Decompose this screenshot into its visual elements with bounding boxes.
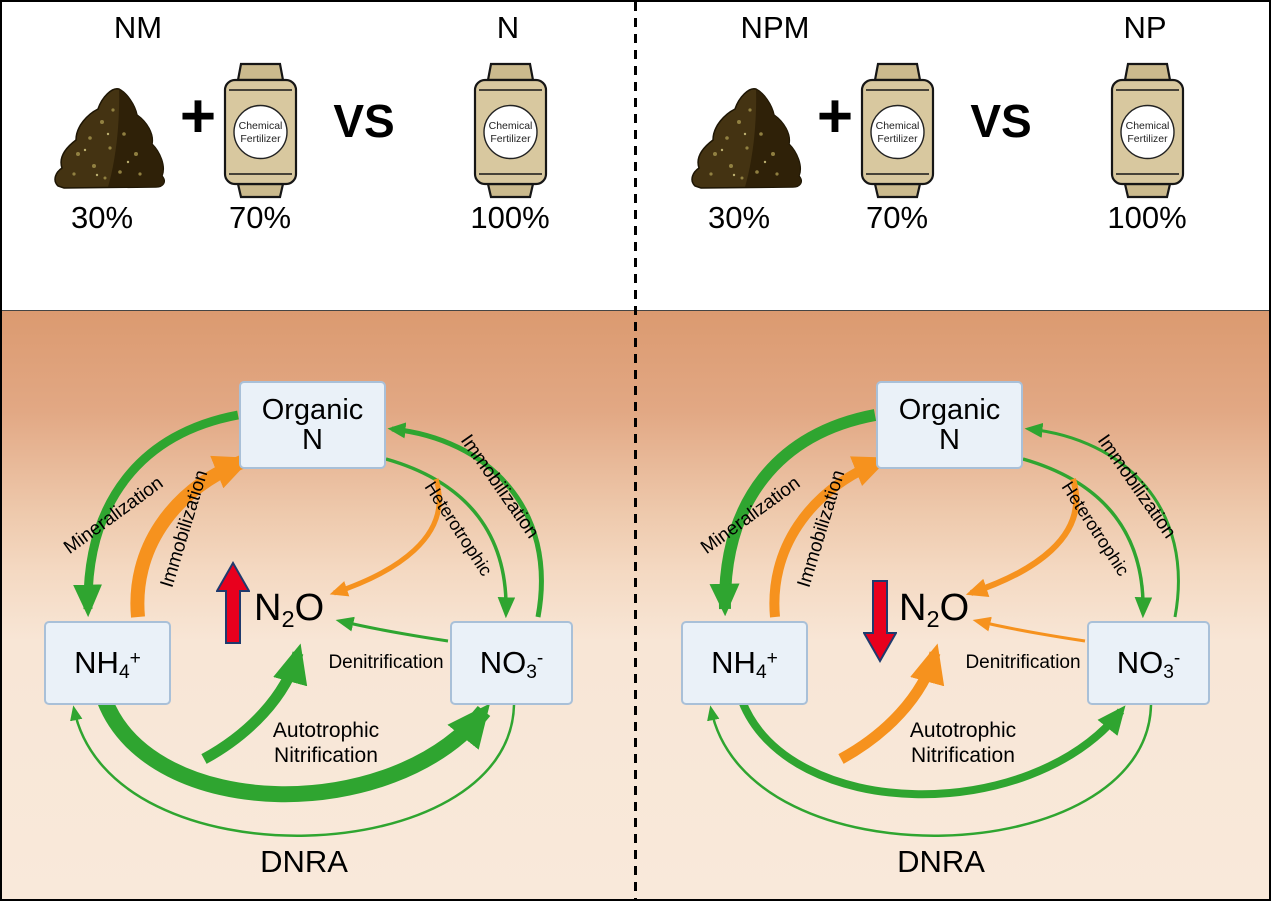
heterotrophic-arrow (385, 457, 516, 619)
autotrophic-nitrification-arrow (97, 697, 491, 803)
bag-bottom-tab (1123, 182, 1172, 199)
denitrification-label: Denitrification (965, 652, 1081, 673)
panel-divider (634, 2, 637, 899)
bag-label-line2: Fertilizer (240, 133, 281, 145)
bag-label-line1: Chemical (239, 120, 283, 132)
fertilizer-bag-icon: Chemical Fertilizer (217, 62, 304, 199)
fertilizer-bag-icon: Chemical Fertilizer (854, 62, 941, 199)
immobilization-nh4-arrow (769, 456, 890, 618)
nh4-box: NH4+ (681, 621, 808, 705)
treatment-comparison-npm-vs-np: NPM NP + (639, 2, 1269, 310)
bag-top-tab (236, 62, 285, 82)
nitrification-to-n2o-arrow (838, 643, 945, 764)
treatment-label-pure: N (496, 10, 520, 45)
bag-label-circle (870, 104, 925, 160)
bag-label-line2: Fertilizer (877, 133, 918, 145)
n2o-increase-arrow (215, 560, 251, 650)
bag-crease-lines (1116, 89, 1179, 175)
immobilization-no3-arrow (387, 422, 544, 618)
bag-top-tab (873, 62, 922, 82)
autotrophic-nitrification-label: Autotrophic Nitrification (272, 718, 380, 767)
bag-bottom-tab (236, 182, 285, 199)
autotrophic-nitrification-arrow (738, 699, 1126, 799)
nh4-box: NH4+ (44, 621, 171, 705)
pure-fertilizer-percent: 100% (1107, 200, 1187, 235)
organic-n-label: Organic (898, 393, 1001, 426)
bag-bottom-tab (873, 182, 922, 199)
denitrification-arrow (335, 616, 449, 643)
fertilizer-bag-icon: Chemical Fertilizer (467, 62, 554, 199)
dnra-label: DNRA (260, 844, 348, 879)
n2o-decrease-arrow (862, 579, 898, 668)
immobilization-no3-arrow (1024, 422, 1180, 618)
mineralization-arrow (73, 410, 239, 618)
plus-sign: + (179, 82, 217, 151)
manure-percent: 30% (707, 200, 771, 235)
dnra-arrow (70, 704, 516, 837)
no3-box: NO3- (450, 621, 573, 705)
manure-icon (50, 82, 176, 192)
heterotrophic-arrow (1022, 457, 1153, 619)
bag-label-circle (233, 104, 288, 160)
bag-label-line1: Chemical (876, 120, 920, 132)
bag-crease-lines (866, 89, 929, 175)
dnra-label: DNRA (897, 844, 985, 879)
denitrification-arrow (972, 616, 1086, 643)
manure-shadow (108, 89, 165, 187)
treatment-comparison-nm-vs-n: NM N + (2, 2, 636, 310)
mineralization-arrow (709, 409, 877, 617)
bag-top-tab (486, 62, 535, 82)
heterotrophic-to-n2o-arrow (965, 478, 1080, 597)
treatment-label-mix: NM (113, 10, 163, 45)
manure-texture (72, 108, 142, 180)
manure-icon (687, 82, 813, 192)
bag-label-line1: Chemical (1126, 120, 1170, 132)
plus-sign: + (816, 82, 854, 151)
heterotrophic-to-n2o-arrow (329, 478, 442, 597)
denitrification-label: Denitrification (328, 652, 444, 673)
bag-crease-lines (479, 89, 542, 175)
manure-highlights (83, 132, 130, 177)
immobilization-nh4-arrow (130, 454, 252, 618)
organic-n-label: Organic (261, 393, 364, 426)
nitrification-to-n2o-arrow (201, 643, 308, 764)
organic-n-box: Organic N (239, 381, 386, 469)
no3-box: NO3- (1087, 621, 1210, 705)
dnra-arrow (707, 704, 1153, 837)
fertilizer-bag-icon: Chemical Fertilizer (1104, 62, 1191, 199)
bag-top-tab (1123, 62, 1172, 82)
bag-label-line2: Fertilizer (1127, 133, 1168, 145)
vs-text: VS (970, 95, 1032, 147)
treatment-label-pure: NP (1123, 10, 1167, 45)
bag-bottom-tab (486, 182, 535, 199)
autotrophic-nitrification-label: Autotrophic Nitrification (909, 718, 1017, 767)
manure-highlights (720, 132, 767, 177)
bag-crease-lines (229, 89, 292, 175)
treatment-label-mix: NPM (740, 10, 810, 45)
fertilizer-percent: 70% (865, 200, 929, 235)
bag-label-circle (483, 104, 538, 160)
n2o-label: N2O (254, 587, 325, 632)
fertilizer-percent: 70% (228, 200, 292, 235)
nitrogen-cycle-left: Organic N NH4+ NO3- N2O Mineralization I… (2, 311, 636, 899)
manure-texture (709, 108, 779, 180)
manure-shadow (745, 89, 802, 187)
nitrogen-cycle-right: Organic N NH4+ NO3- N2O Mineralization I… (639, 311, 1269, 899)
pure-fertilizer-percent: 100% (470, 200, 550, 235)
organic-n-box: Organic N (876, 381, 1023, 469)
vs-text: VS (333, 95, 395, 147)
bag-label-line1: Chemical (489, 120, 533, 132)
bag-label-circle (1120, 104, 1175, 160)
bag-label-line2: Fertilizer (490, 133, 531, 145)
n2o-label: N2O (899, 587, 970, 632)
manure-percent: 30% (70, 200, 134, 235)
